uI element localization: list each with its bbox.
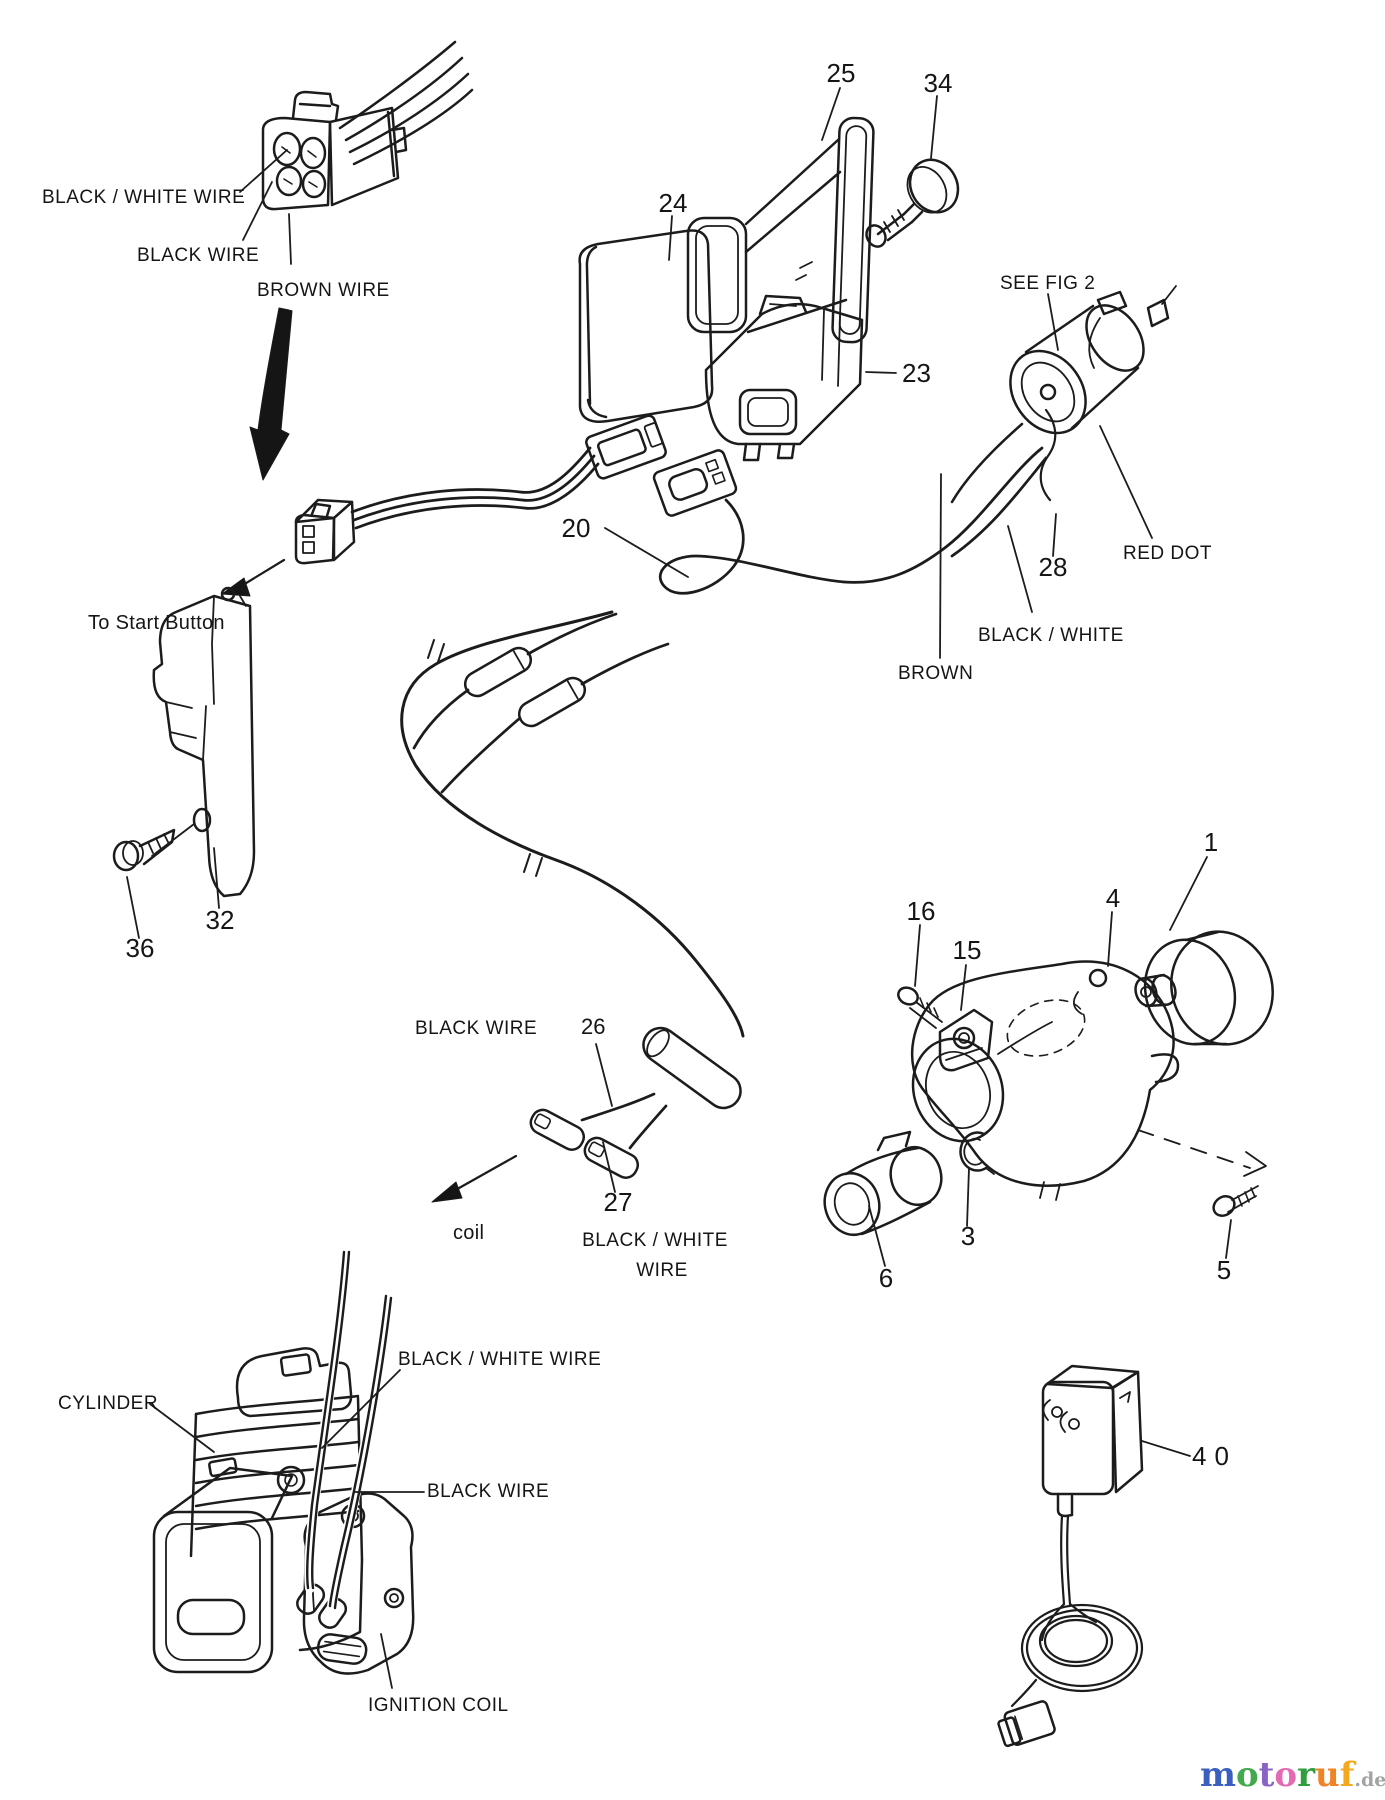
part-24-box	[578, 229, 714, 423]
harness-connector-b	[652, 449, 738, 517]
label-bottom-black-wire: BLACK WIRE	[427, 1481, 549, 1502]
part-number-34: 34	[924, 68, 953, 98]
part-number-3: 3	[961, 1221, 975, 1251]
part-36-screw	[112, 828, 176, 872]
label-ignition-coil: IGNITION COIL	[368, 1695, 509, 1716]
label-harness-black-wire: BLACK WIRE	[415, 1018, 537, 1039]
part-15-clamp	[938, 1008, 994, 1072]
part-number-36: 36	[126, 933, 155, 963]
part-5-screw	[1212, 1185, 1259, 1217]
label-mid-black-white: BLACK / WHITE	[978, 625, 1124, 646]
top-connector-leader-lines	[239, 149, 292, 265]
part-1-drum	[1134, 930, 1274, 1046]
watermark-letter: m	[1200, 1755, 1236, 1795]
part-number-15: 15	[953, 935, 982, 965]
watermark-letter: o	[1236, 1755, 1259, 1795]
part-number-23: 23	[902, 358, 931, 388]
part-number-32: 32	[206, 905, 235, 935]
part-number-25: 25	[827, 58, 856, 88]
leader-lines	[126, 87, 1232, 1689]
harness-connector-a	[585, 414, 667, 480]
label-bw-wire-line2: WIRE	[636, 1260, 688, 1281]
part-number-24: 24	[659, 188, 688, 218]
engine-muffler	[152, 1457, 294, 1674]
part-23-connector	[704, 294, 864, 462]
start-button-connector	[294, 498, 356, 565]
thick-down-arrow	[249, 307, 293, 481]
label-coil: coil	[453, 1222, 484, 1244]
part-number-28: 28	[1039, 552, 1068, 582]
part-number-26: 26	[581, 1014, 605, 1039]
to-start-button-arrow	[221, 558, 286, 597]
watermark-letter: t	[1259, 1755, 1275, 1795]
ignition-switch	[950, 285, 1177, 504]
part-number-4: 4	[1106, 883, 1120, 913]
part-number-16: 16	[907, 896, 936, 926]
label-top-black-white-wire: BLACK / WHITE WIRE	[42, 187, 245, 208]
label-bw-wire-line1: BLACK / WHITE	[582, 1230, 728, 1251]
part-number-5: 5	[1217, 1255, 1231, 1285]
part-40-module	[997, 1364, 1144, 1748]
part-25-cover	[686, 116, 875, 344]
part-32-bracket	[151, 586, 256, 898]
harness-wires	[350, 408, 1057, 1038]
watermark-suffix: .de	[1354, 1769, 1385, 1791]
watermark-letter: o	[1274, 1755, 1297, 1795]
watermark-letter: r	[1297, 1755, 1316, 1795]
part-34-button	[865, 158, 960, 248]
part-number-40: 40	[1192, 1441, 1237, 1471]
label-mid-brown: BROWN	[898, 663, 973, 684]
label-cylinder: CYLINDER	[58, 1393, 158, 1414]
watermark-letter: u	[1315, 1755, 1340, 1795]
part-16-screw	[897, 986, 943, 1029]
bullet-crimp-1	[463, 646, 533, 698]
label-top-brown-wire: BROWN WIRE	[257, 280, 390, 301]
label-red-dot: RED DOT	[1123, 543, 1212, 564]
label-to-start-button: To Start Button	[88, 612, 225, 634]
alignment-dashed-pointer	[1137, 1129, 1267, 1177]
label-bottom-black-white-wire: BLACK / WHITE WIRE	[398, 1349, 601, 1370]
coil-arrow	[431, 1154, 518, 1203]
part-number-27: 27	[604, 1187, 633, 1217]
wire-sleeve-26	[529, 1026, 742, 1179]
part-number-20: 20	[562, 513, 591, 543]
part-3-clip	[959, 1127, 995, 1175]
part-number-6: 6	[879, 1263, 893, 1293]
label-see-fig-2: SEE FIG 2	[1000, 273, 1095, 294]
part-number-1: 1	[1204, 827, 1218, 857]
four-pin-connector	[261, 40, 474, 211]
watermark-letter: f	[1340, 1755, 1357, 1795]
bullet-crimp-2	[517, 676, 587, 728]
watermark: motoruf.de	[1200, 1755, 1385, 1795]
part-6-cylinder-sleeve	[823, 1130, 943, 1236]
part-4-fan-housing	[910, 960, 1180, 1201]
label-top-black-wire: BLACK WIRE	[137, 245, 259, 266]
coil-lead-wires	[304, 1247, 393, 1612]
